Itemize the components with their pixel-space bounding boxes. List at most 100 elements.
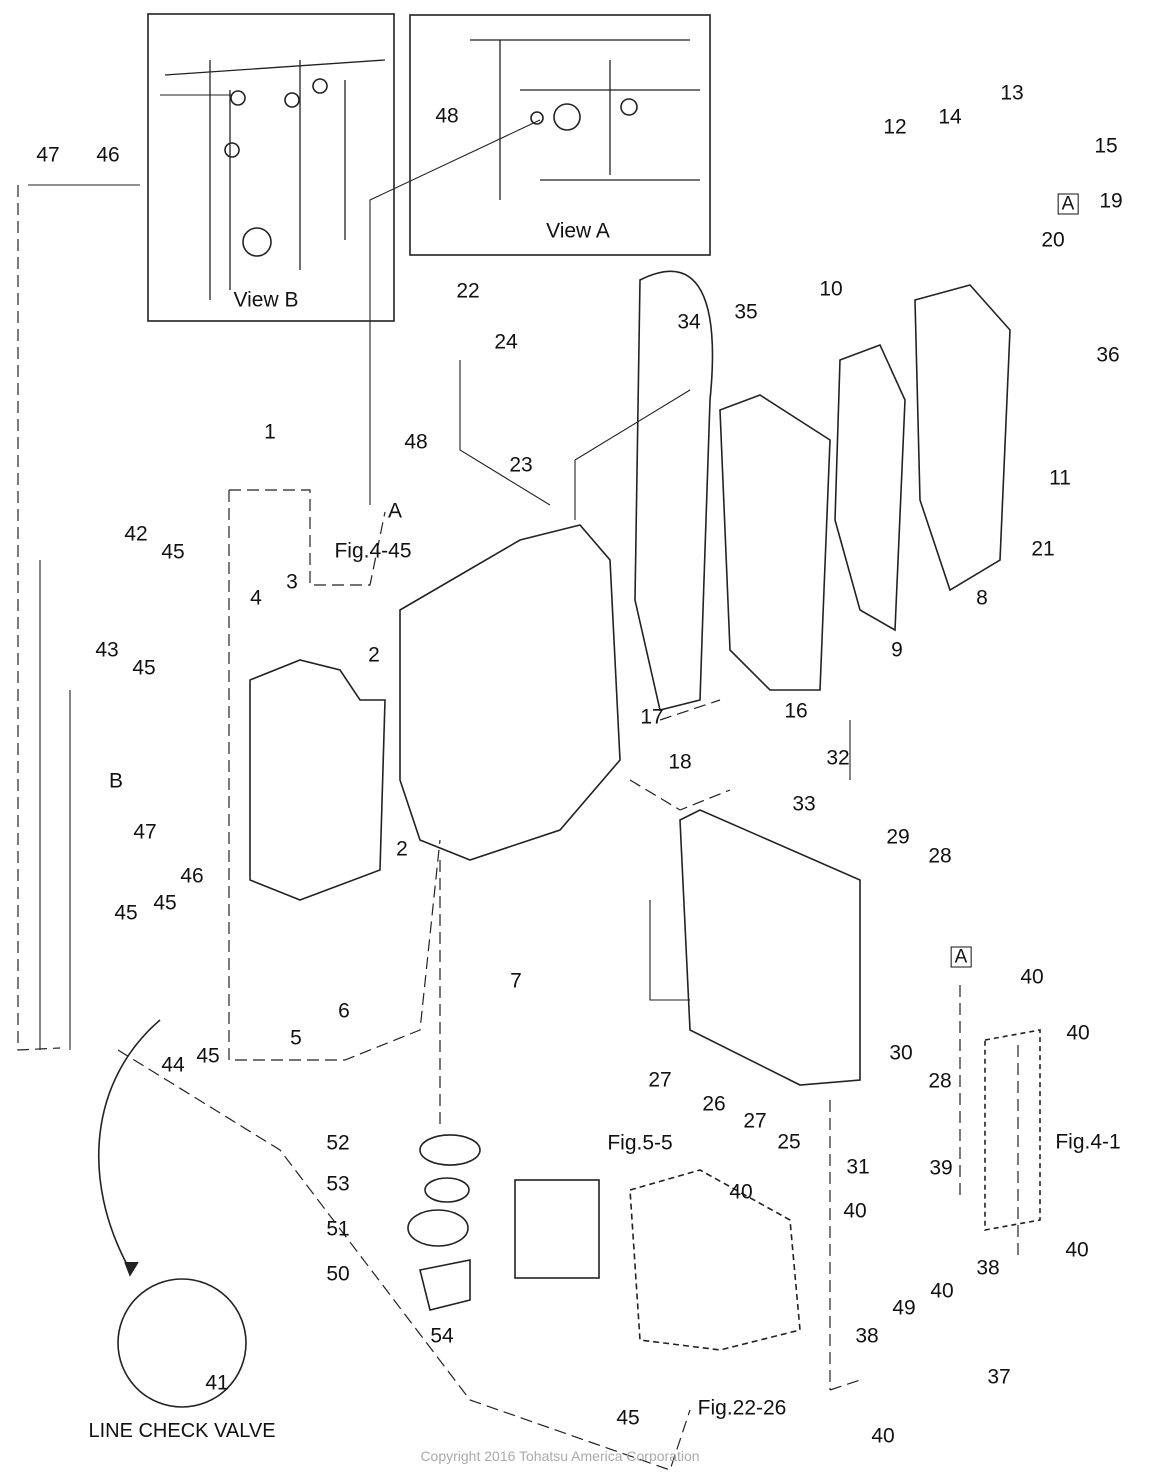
part-callout: 53 — [326, 1172, 350, 1196]
thermostat-inset — [514, 1179, 600, 1279]
part-callout: 47 — [133, 820, 157, 844]
view-a-frame — [409, 14, 711, 256]
part-callout: 24 — [494, 330, 518, 354]
view-b-frame — [147, 13, 395, 322]
line-check-valve-caption: LINE CHECK VALVE — [88, 1420, 276, 1442]
part-callout: 28 — [928, 844, 952, 868]
water-tube-housing — [984, 1029, 1041, 1231]
part-callout: 9 — [891, 638, 903, 662]
view-a-sketch — [470, 39, 700, 200]
part-callout: 54 — [430, 1324, 454, 1348]
part-callout: 40 — [729, 1180, 753, 1204]
part-callout: 31 — [846, 1155, 870, 1179]
part-callout: 33 — [792, 792, 816, 816]
exhaust-plate-outline — [679, 809, 861, 1086]
part-callout: 2 — [396, 837, 408, 861]
part-callout: 41 — [205, 1371, 229, 1395]
part-callout: 29 — [886, 825, 910, 849]
part-callout: 34 — [677, 310, 701, 334]
part-callout: 36 — [1096, 343, 1120, 367]
part-callout: 11 — [1049, 466, 1071, 490]
part-callout: Fig.5-5 — [607, 1131, 673, 1155]
part-callout: 22 — [456, 279, 480, 303]
part-callout: 46 — [96, 143, 120, 167]
part-callout: 12 — [883, 115, 907, 139]
part-callout: 45 — [114, 901, 138, 925]
part-callout: 32 — [826, 746, 850, 770]
thermostat-parts — [407, 1134, 481, 1311]
part-callout: 45 — [132, 656, 156, 680]
part-callout: 38 — [976, 1256, 1000, 1280]
part-callout: 52 — [326, 1131, 350, 1155]
part-callout: 47 — [36, 143, 60, 167]
part-callout: 18 — [668, 750, 692, 774]
part-callout: 43 — [95, 638, 119, 662]
part-callout: 45 — [161, 540, 185, 564]
part-callout: 25 — [777, 1130, 801, 1154]
part-callout: 13 — [1000, 81, 1024, 105]
part-callout: Fig.4-1 — [1055, 1130, 1121, 1154]
part-callout: Fig.4-45 — [334, 539, 412, 563]
part-callout: 40 — [1020, 965, 1044, 989]
part-callout: 19 — [1099, 189, 1123, 213]
part-callout: 30 — [889, 1041, 913, 1065]
view-a-label: View A — [546, 219, 610, 243]
part-callout: 23 — [509, 453, 533, 477]
part-callout: 27 — [648, 1068, 672, 1092]
view-b-sketch — [164, 59, 386, 300]
part-callout: 28 — [928, 1069, 952, 1093]
part-callout: 27 — [743, 1109, 767, 1133]
part-callout: 37 — [987, 1365, 1011, 1389]
check-valve-detail — [117, 1278, 247, 1408]
part-callout: 3 — [286, 570, 298, 594]
part-callout: 40 — [871, 1424, 895, 1448]
part-callout: 15 — [1094, 134, 1118, 158]
part-callout: 45 — [616, 1406, 640, 1430]
part-callout: 20 — [1041, 228, 1065, 252]
head-gasket-outline — [634, 270, 714, 711]
part-callout: Fig.22-26 — [697, 1396, 787, 1420]
part-callout: 4 — [250, 586, 262, 610]
part-callout: 40 — [1065, 1238, 1089, 1262]
part-callout: 16 — [784, 699, 808, 723]
part-callout: 6 — [338, 999, 350, 1023]
cylinder-head-outline — [719, 394, 831, 691]
part-callout: 8 — [976, 586, 988, 610]
part-callout: 40 — [843, 1199, 867, 1223]
part-callout: 42 — [124, 522, 148, 546]
view-b-label: View B — [233, 288, 299, 312]
part-callout: B — [108, 769, 124, 793]
part-callout: 49 — [892, 1296, 916, 1320]
part-callout: 51 — [326, 1217, 350, 1241]
part-callout: 39 — [929, 1156, 953, 1180]
copyright-watermark: Copyright 2016 Tohatsu America Corporati… — [420, 1448, 700, 1464]
water-pump-outline — [629, 1169, 801, 1351]
part-callout: 21 — [1031, 537, 1055, 561]
part-callout: 1 — [264, 420, 276, 444]
exhaust-gasket-outline — [834, 343, 906, 632]
part-callout: 17 — [640, 705, 664, 729]
part-callout: 2 — [368, 643, 380, 667]
part-callout: 48 — [404, 430, 428, 454]
part-callout: 48 — [435, 104, 459, 128]
part-callout: 45 — [196, 1044, 220, 1068]
part-callout: 40 — [930, 1279, 954, 1303]
part-callout: 14 — [938, 105, 962, 129]
part-callout: A — [1057, 193, 1079, 215]
cylinder-block-outline — [399, 524, 621, 861]
part-callout: 26 — [702, 1092, 726, 1116]
part-callout: 7 — [510, 969, 522, 993]
crankcase-outline — [249, 659, 386, 901]
part-callout: 35 — [734, 300, 758, 324]
part-callout: 46 — [180, 864, 204, 888]
part-callout: 50 — [326, 1262, 350, 1286]
part-callout: A — [950, 946, 972, 968]
cover-outline — [914, 284, 1011, 592]
part-callout: 44 — [161, 1053, 185, 1077]
part-callout: A — [387, 499, 403, 523]
part-callout: 10 — [819, 277, 843, 301]
part-callout: 38 — [855, 1324, 879, 1348]
part-callout: 40 — [1066, 1021, 1090, 1045]
